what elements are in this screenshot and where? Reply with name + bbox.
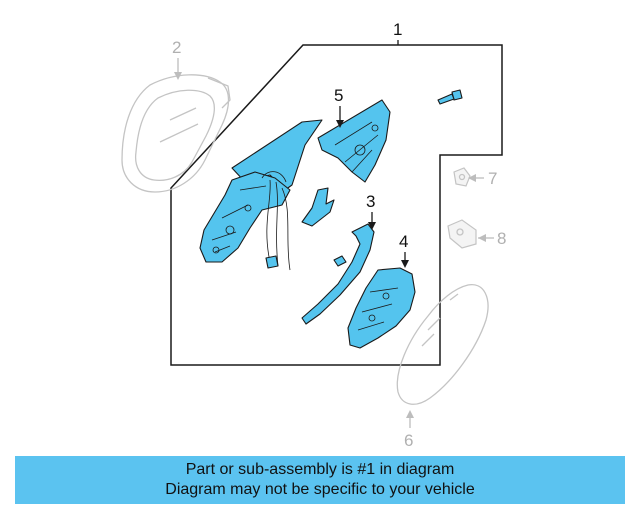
part-3-trim-strip [301,223,375,325]
small-bracket [301,187,335,227]
callout-4-arrowhead [401,260,409,268]
callout-5[interactable]: 5 [334,86,343,105]
part-5-actuator [317,99,391,183]
callout-4[interactable]: 4 [399,232,408,251]
callout-6[interactable]: 6 [404,431,413,450]
assembly-boundary [170,44,503,366]
callout-1[interactable]: 1 [393,20,402,39]
callout-7-arrowhead [468,174,476,182]
callout-8-arrowhead [478,234,486,242]
mirror-base-assembly [199,119,323,271]
callout-3[interactable]: 3 [366,192,375,211]
banner-line-1: Part or sub-assembly is #1 in diagram [185,461,455,478]
banner-line-2: Diagram may not be specific to your vehi… [165,481,475,498]
mounting-screw [437,89,463,105]
callout-2-arrowhead [174,72,182,80]
ghost-part-7 [453,167,471,187]
ghost-part-8 [447,219,477,249]
callout-5-arrowhead [336,120,344,128]
ghost-part-2-housing [121,74,231,193]
callout-6-arrowhead [406,410,414,418]
callout-7[interactable]: 7 [488,169,497,188]
ghost-part-6-glass [396,284,489,405]
callout-8[interactable]: 8 [497,229,506,248]
part-4-cover [347,267,416,349]
callout-3-arrowhead [368,222,376,230]
info-banner: Part or sub-assembly is #1 in diagram Di… [15,456,625,504]
callout-2[interactable]: 2 [172,38,181,57]
